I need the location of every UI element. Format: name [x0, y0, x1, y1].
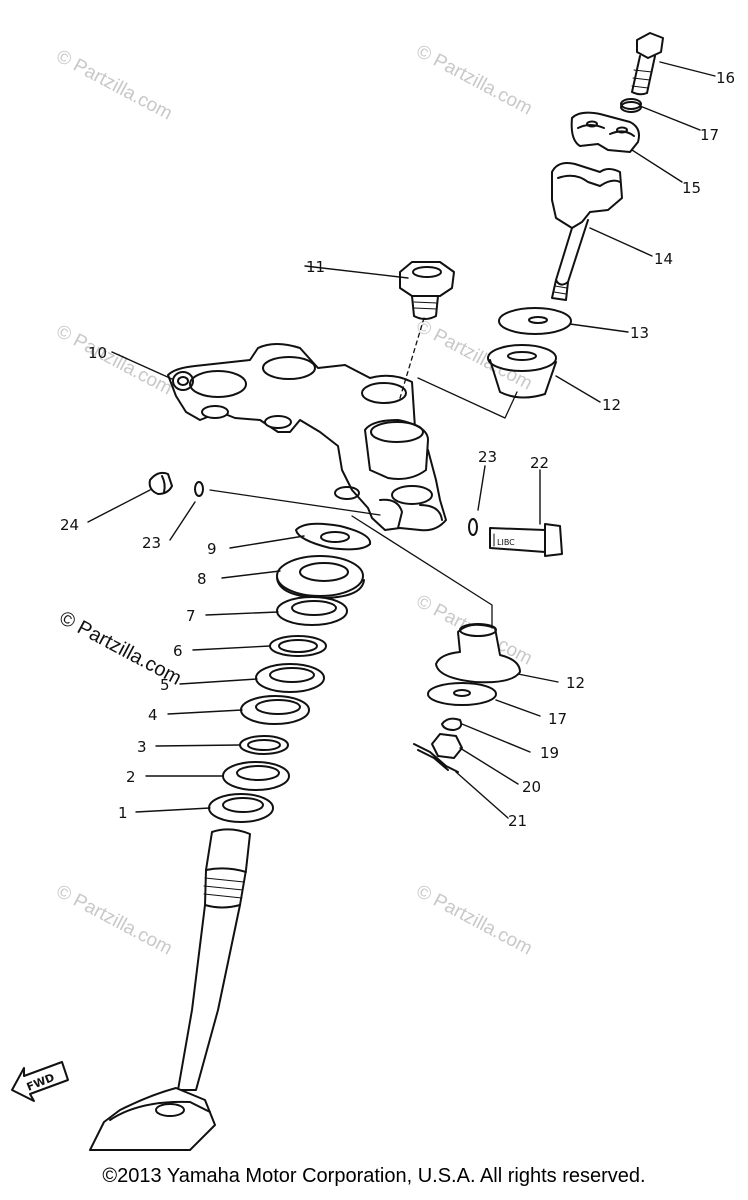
steel-balls-lower — [239, 735, 289, 755]
bearing-race-2 — [222, 761, 290, 791]
spring-washer-19 — [441, 717, 463, 731]
callout-1: 1 — [118, 804, 128, 822]
cotter-pin-21 — [413, 743, 459, 773]
callout-21: 21 — [508, 812, 527, 830]
assembly-lines — [209, 317, 518, 629]
seal-plate — [295, 522, 372, 551]
fwd-arrow — [11, 1061, 69, 1102]
dust-seal — [276, 555, 365, 599]
leader-lines — [87, 61, 716, 819]
steel-balls-upper — [269, 635, 327, 657]
flat-washer-lower — [427, 682, 497, 706]
callout-10: 10 — [88, 344, 107, 362]
washer-23-right — [468, 518, 478, 536]
bolt-top — [631, 32, 664, 96]
pinch-bolt — [489, 523, 563, 557]
callout-23-left: 23 — [142, 534, 161, 552]
watermark: © Partzilla.com — [53, 321, 176, 400]
rubber-damper-lower — [435, 623, 521, 684]
callout-9: 9 — [207, 540, 217, 558]
callout-3: 3 — [137, 738, 147, 756]
callout-4: 4 — [148, 706, 158, 724]
bolt-marking: LIBC — [497, 538, 515, 547]
dust-seal-lower — [208, 793, 274, 823]
cap-nut — [148, 471, 173, 495]
callout-labels: 16 17 15 14 13 12 11 10 23 22 24 23 9 8 … — [60, 69, 735, 830]
handlebar-holder — [551, 162, 623, 301]
bearing-race-upper — [276, 596, 348, 626]
callout-8: 8 — [197, 570, 207, 588]
handlebar-cap — [570, 111, 640, 153]
copyright-notice: ©2013 Yamaha Motor Corporation, U.S.A. A… — [102, 1165, 646, 1187]
bearing-race-4 — [240, 695, 310, 725]
watermark: © Partzilla.com — [413, 881, 536, 960]
callout-14: 14 — [654, 250, 673, 268]
callout-12-bottom: 12 — [566, 674, 585, 692]
watermark: © Partzilla.com — [413, 41, 536, 120]
flat-washer-13 — [498, 307, 572, 335]
steering-stem — [89, 828, 251, 1151]
callout-2: 2 — [126, 768, 136, 786]
watermark: © Partzilla.com — [53, 881, 176, 960]
callout-11: 11 — [306, 258, 325, 276]
nut-20 — [431, 733, 463, 759]
callout-13: 13 — [630, 324, 649, 342]
upper-bracket — [167, 343, 447, 532]
callout-15: 15 — [682, 179, 701, 197]
washer-23-left — [194, 481, 204, 497]
callout-24: 24 — [60, 516, 79, 534]
callout-5: 5 — [160, 676, 170, 694]
callout-16-bottom: 17 — [548, 710, 567, 728]
callout-7: 7 — [186, 607, 196, 625]
callout-16-top: 16 — [716, 69, 735, 87]
callout-6: 6 — [173, 642, 183, 660]
rubber-damper-upper — [487, 344, 557, 399]
bearing-race-5 — [255, 663, 325, 693]
callout-12-top: 12 — [602, 396, 621, 414]
steering-stem-nut — [399, 261, 455, 320]
callout-17: 17 — [700, 126, 719, 144]
callout-20: 20 — [522, 778, 541, 796]
callout-23-right: 23 — [478, 448, 497, 466]
lock-washer — [620, 98, 642, 113]
watermark: © Partzilla.com — [53, 46, 176, 125]
callout-22: 22 — [530, 454, 549, 472]
callout-19: 19 — [540, 744, 559, 762]
